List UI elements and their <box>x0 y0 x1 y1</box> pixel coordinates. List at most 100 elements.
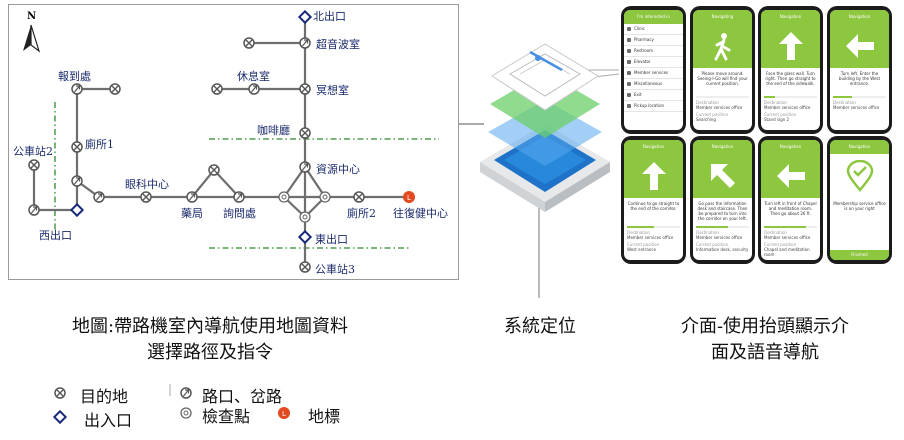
junction-marker <box>71 175 83 187</box>
junction-marker <box>93 191 105 203</box>
label-rehab: 往復健中心 <box>393 206 448 220</box>
west-exit-marker <box>70 203 84 217</box>
label-north-exit: 北出口 <box>313 9 346 23</box>
screen-title: Navigating <box>693 10 752 24</box>
screen-title: Navigation <box>830 10 889 24</box>
label-cafe: 咖啡廳 <box>257 123 290 137</box>
map-caption: 地圖:帶路機室內導航使用地圖資料 選擇路徑及指令 <box>71 316 349 363</box>
progress-bar <box>764 226 817 228</box>
progress-fill <box>833 96 852 98</box>
label-east-exit: 東出口 <box>315 232 348 246</box>
svg-text:L: L <box>282 410 286 418</box>
label-toilet2: 廁所2 <box>347 206 376 220</box>
resource-junction-marker <box>299 161 311 173</box>
progress-bar <box>833 96 886 98</box>
direction-icon <box>761 154 820 198</box>
menu-item[interactable]: Pickup location <box>624 101 683 112</box>
positioning-caption: 系統定位 <box>504 316 576 337</box>
menu-item[interactable]: Pharmacy <box>624 35 683 46</box>
menu-item[interactable]: Miscellaneous <box>624 79 683 90</box>
legend-icons: L <box>52 384 290 425</box>
meditation-marker <box>299 83 311 95</box>
screen-title: Navigation <box>761 140 820 154</box>
instruction-text: Continue to go straight to the end of th… <box>627 201 680 211</box>
label-ultrasound: 超音波室 <box>316 37 360 51</box>
map-canvas: N L 北出口 超音 <box>13 9 448 276</box>
boundary-lines <box>54 102 439 249</box>
progress-bar <box>696 96 749 98</box>
junction-marker <box>71 83 83 95</box>
north-exit-marker <box>298 10 312 24</box>
svg-text:N: N <box>27 11 36 22</box>
legend-entrance: 出入口 <box>84 411 133 430</box>
instruction-text: Please move around. Seeing-I-Go will fin… <box>697 71 748 86</box>
menu-item[interactable]: Clinic <box>624 24 683 35</box>
toilet2-marker <box>353 191 365 203</box>
toilet1-marker <box>71 141 83 153</box>
direction-icon <box>761 24 820 68</box>
label-pharmacy: 藥局 <box>181 207 203 220</box>
menu-item[interactable]: Restroom <box>624 46 683 57</box>
phone-menu: I'm interested in Clinic Pharmacy Restro… <box>621 6 686 134</box>
instruction-text: Membership service office is on your rig… <box>833 201 886 211</box>
instruction-text: Face the glass wall. Turn right. Then go… <box>765 71 816 86</box>
label-toilet1: 廁所1 <box>85 137 114 151</box>
menu-item[interactable]: Member services <box>624 68 683 79</box>
junction-marker <box>186 191 198 203</box>
east-exit-marker <box>298 230 312 244</box>
menu-item[interactable]: Exit <box>624 90 683 101</box>
screen-title: Navigation <box>693 140 752 154</box>
progress-fill <box>627 226 654 228</box>
phone-navigation-screen: Navigation Go pass the information desk a… <box>690 136 755 264</box>
svg-text:L: L <box>407 194 411 202</box>
direction-icon <box>693 24 752 68</box>
label-rest-room: 休息室 <box>237 69 270 83</box>
label-eye-center: 眼科中心 <box>125 177 169 191</box>
legend-checkpoint: 檢查點 <box>202 407 251 426</box>
compass-icon: N <box>23 11 41 53</box>
checkin-marker <box>109 83 121 95</box>
label-info-desk: 詢問處 <box>223 206 256 220</box>
location-dot <box>535 55 541 61</box>
label-resource-center: 資源中心 <box>316 162 360 176</box>
label-west-exit: 西出口 <box>39 228 72 242</box>
instruction-text: Go pass the information desk and stairca… <box>697 201 748 221</box>
menu-title: I'm interested in <box>624 10 683 24</box>
screen-title: Navigation <box>830 140 889 154</box>
screen-title: Navigation <box>624 140 683 154</box>
positioning-illustration <box>480 43 610 212</box>
progress-bar <box>764 96 817 98</box>
bus3-marker <box>299 261 311 273</box>
eye-center-marker <box>140 191 152 203</box>
menu-item[interactable]: Elevator <box>624 57 683 68</box>
junction-marker <box>248 83 260 95</box>
progress-fill <box>696 226 728 228</box>
legend-destination: 目的地 <box>80 387 129 406</box>
progress-fill <box>764 226 807 228</box>
legend-junction: 路口、岔路 <box>202 387 283 406</box>
checkpoint-marker <box>299 211 311 223</box>
finished-button[interactable]: Finished <box>830 250 889 260</box>
progress-fill <box>764 96 775 98</box>
indoor-map: N L 北出口 超音 <box>8 4 459 280</box>
direction-icon <box>830 24 889 68</box>
progress-bar <box>627 226 680 228</box>
junction-marker <box>28 204 40 216</box>
junction-icon <box>180 387 192 399</box>
checkpoint-icon <box>180 407 192 419</box>
entrance-icon <box>52 409 68 425</box>
info-desk-marker <box>233 191 245 203</box>
instruction-text: Turn left in front of Chapel and meditat… <box>764 201 817 216</box>
